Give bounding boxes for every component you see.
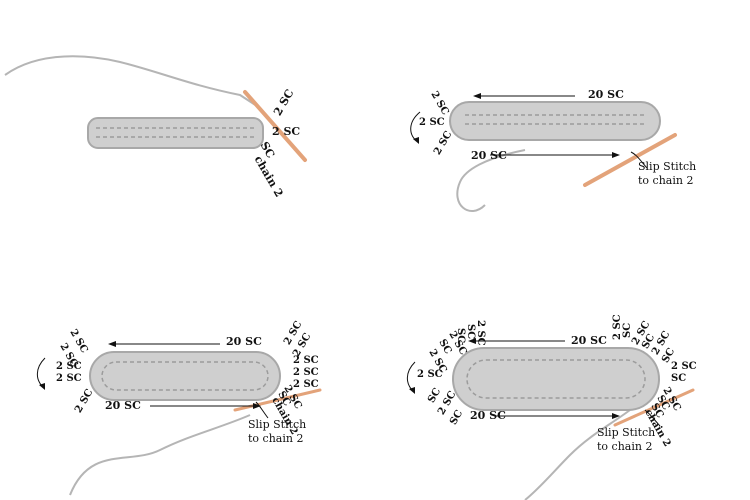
stitch-rows xyxy=(465,114,645,125)
label-end-2sc-2: 2 SC xyxy=(419,117,445,128)
label-right-7: 2 SC xyxy=(671,361,697,372)
arrow-note xyxy=(644,409,661,427)
label-slip-stitch-note: Slip Stitch to chain 2 xyxy=(597,426,656,453)
step-2-panel: 20 SC 20 SC 2 SC 2 SC 2 SC Slip Stitch t… xyxy=(375,0,750,250)
loose-yarn xyxy=(4,55,261,109)
step-3-illustration xyxy=(36,341,322,496)
crochet-oval xyxy=(89,351,281,401)
crochet-hook xyxy=(613,388,695,427)
step-3-panel: 20 SC 20 SC 2 SC 2 SC 2 SC 2 SC 2 SC 2 S… xyxy=(0,250,375,500)
label-20sc-bottom: 20 SC xyxy=(470,409,506,422)
label-slip-stitch-note: Slip Stitch to chain 2 xyxy=(248,418,307,445)
label-slip-stitch-note: Slip Stitch to chain 2 xyxy=(638,160,697,187)
label-20sc-bottom: 20 SC xyxy=(471,149,507,162)
arrow-bottom-head xyxy=(253,403,261,409)
crochet-hook xyxy=(243,90,307,162)
label-right-5: 2 SC xyxy=(293,379,319,390)
loose-yarn xyxy=(456,149,526,212)
arrow-turn-head xyxy=(413,137,419,144)
step-2-illustration xyxy=(410,93,677,212)
arrow-top-head xyxy=(108,341,116,347)
crochet-hook xyxy=(233,388,322,412)
arrow-note xyxy=(630,151,648,169)
label-20sc-top: 20 SC xyxy=(571,334,607,347)
label-20sc-top: 20 SC xyxy=(226,335,262,348)
step-1-panel: 2 SC 2 SC SC chain 2 xyxy=(0,0,375,250)
label-left-3: 2 SC xyxy=(56,361,82,372)
crochet-oval xyxy=(452,347,660,411)
step-4-illustration xyxy=(406,338,695,500)
label-20sc-top: 20 SC xyxy=(588,88,624,101)
label-20sc-bottom: 20 SC xyxy=(105,399,141,412)
arrow-turn-head xyxy=(409,387,415,394)
loose-yarn xyxy=(524,409,631,500)
crochet-strip xyxy=(87,117,264,149)
arrow-top-head xyxy=(473,93,481,99)
label-left-1: 2 SC xyxy=(475,320,486,346)
label-right-8: SC xyxy=(671,373,687,384)
label-right-4: 2 SC xyxy=(293,367,319,378)
label-2sc-mid: 2 SC xyxy=(272,125,301,138)
stitch-rows xyxy=(96,127,255,138)
label-left-2: SC xyxy=(465,324,476,340)
arrow-turn-head xyxy=(39,383,45,390)
arrow-bottom-head xyxy=(612,152,620,158)
step-1-illustration xyxy=(4,55,307,162)
stitch-rows xyxy=(466,359,646,399)
label-left-7: 2 SC xyxy=(417,369,443,380)
arrow-top-head xyxy=(468,338,476,344)
arrow-note xyxy=(255,401,269,419)
arrow-bottom-head xyxy=(612,413,620,419)
label-left-4: 2 SC xyxy=(56,373,82,384)
loose-yarn xyxy=(69,414,251,496)
crochet-oval xyxy=(449,101,661,141)
step-4-panel: 20 SC 20 SC 2 SC SC SC 2 SC SC 2 SC 2 SC… xyxy=(375,250,750,500)
label-right-3: 2 SC xyxy=(293,355,319,366)
crochet-hook xyxy=(583,133,677,187)
label-right-2: SC xyxy=(622,322,633,338)
